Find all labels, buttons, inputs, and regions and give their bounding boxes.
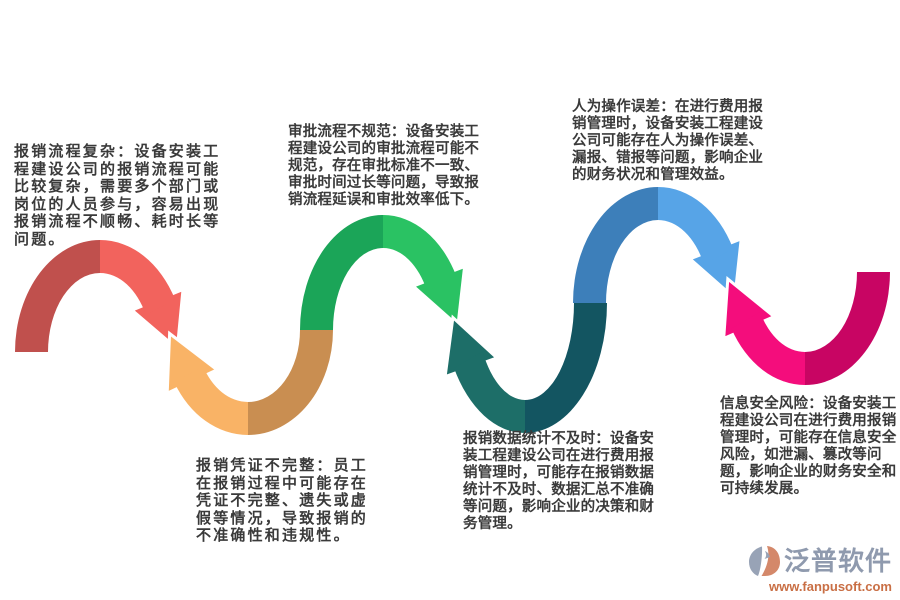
brand-watermark: 泛普软件 www.fanpusoft.com bbox=[732, 543, 892, 594]
orange-arc-left bbox=[174, 366, 248, 435]
teal-arc-left bbox=[454, 351, 525, 433]
green-arc-left bbox=[300, 215, 383, 330]
step-text-approval-process-nonstandard: 审批流程不规范：设备安装工程建设公司的审批流程可能不规范，存在审批标准不一致、审… bbox=[288, 124, 480, 208]
orange-arc-right bbox=[248, 330, 333, 435]
brand-name-text: 泛普软件 bbox=[783, 545, 892, 576]
red-arc-right bbox=[100, 240, 176, 315]
pink-arc-right bbox=[805, 272, 890, 385]
step-text-data-statistics-untimely: 报销数据统计不及时：设备安装工程建设公司在进行费用报销管理时，可能存在报销数据统… bbox=[463, 431, 655, 532]
brand-url-text: www.fanpusoft.com bbox=[768, 578, 892, 594]
pink-arc-left bbox=[731, 312, 805, 385]
fanpu-logo-icon bbox=[748, 545, 780, 576]
step-text-information-security-risk: 信息安全风险：设备安装工程建设公司在进行费用报销管理时，可能存在信息安全风险，如… bbox=[720, 396, 897, 497]
step-text-human-operation-error: 人为操作误差：在进行费用报销管理时，设备安装工程建设公司可能存在人为操作误差、漏… bbox=[572, 99, 764, 183]
green-arc-right bbox=[383, 215, 457, 292]
teal-arc-right bbox=[525, 303, 607, 433]
red-arc-left bbox=[15, 240, 100, 352]
blue-arc-left bbox=[573, 187, 658, 303]
step-text-voucher-incomplete: 报销凭证不完整：员工在报销过程中可能存在凭证不完整、遗失或虚假等情况，导致报销的… bbox=[196, 457, 369, 545]
step-text-reimbursement-process-complex: 报销流程复杂：设备安装工程建设公司的报销流程可能比较复杂，需要多个部门或岗位的人… bbox=[14, 143, 221, 248]
blue-arc-right bbox=[658, 187, 734, 265]
